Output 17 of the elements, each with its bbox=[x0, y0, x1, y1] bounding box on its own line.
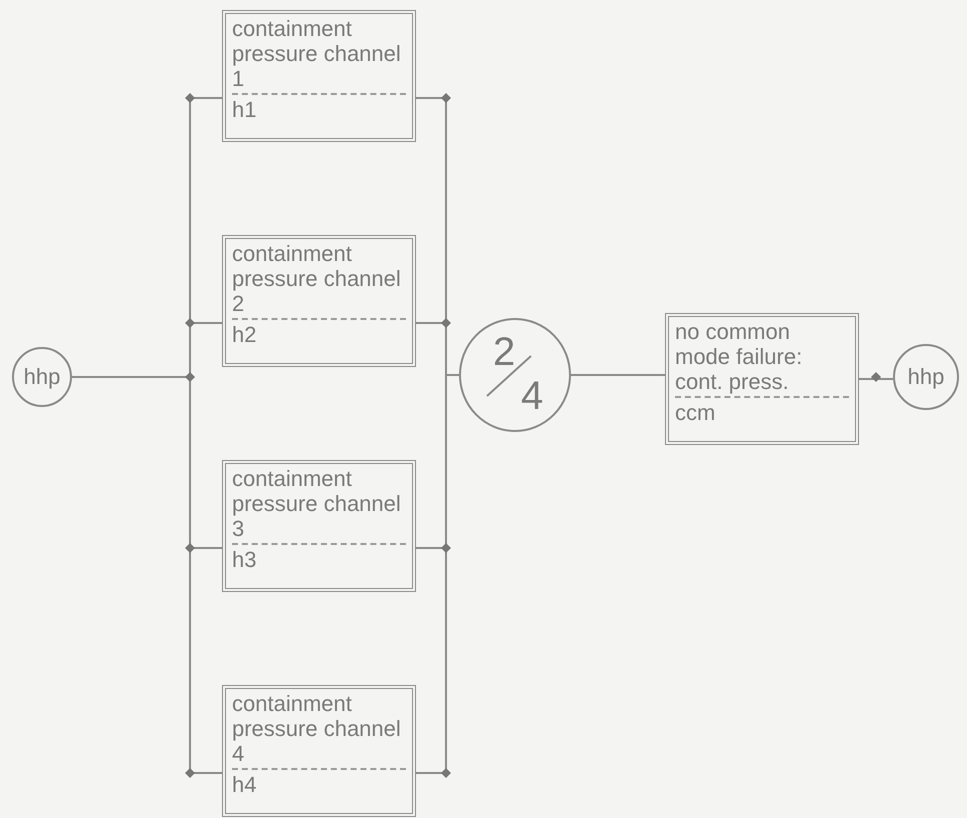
event-description: no common mode failure: cont. press. bbox=[675, 319, 849, 398]
event-box bbox=[222, 10, 416, 142]
connector-line bbox=[859, 378, 893, 380]
event-box bbox=[222, 685, 416, 817]
event-code: ccm bbox=[675, 399, 716, 425]
vote-numerator: 2 bbox=[493, 332, 516, 372]
event-code: h2 bbox=[232, 321, 258, 347]
event-box bbox=[665, 313, 859, 445]
transfer-circle: hhp bbox=[893, 344, 959, 410]
transfer-circle: hhp bbox=[12, 347, 72, 407]
event-box bbox=[222, 460, 416, 592]
vote-denominator: 4 bbox=[521, 376, 544, 416]
event-box bbox=[222, 235, 416, 367]
event-code: h3 bbox=[232, 546, 258, 572]
event-code: h4 bbox=[232, 771, 258, 797]
connector-line bbox=[571, 374, 665, 376]
event-code: h1 bbox=[232, 96, 258, 122]
